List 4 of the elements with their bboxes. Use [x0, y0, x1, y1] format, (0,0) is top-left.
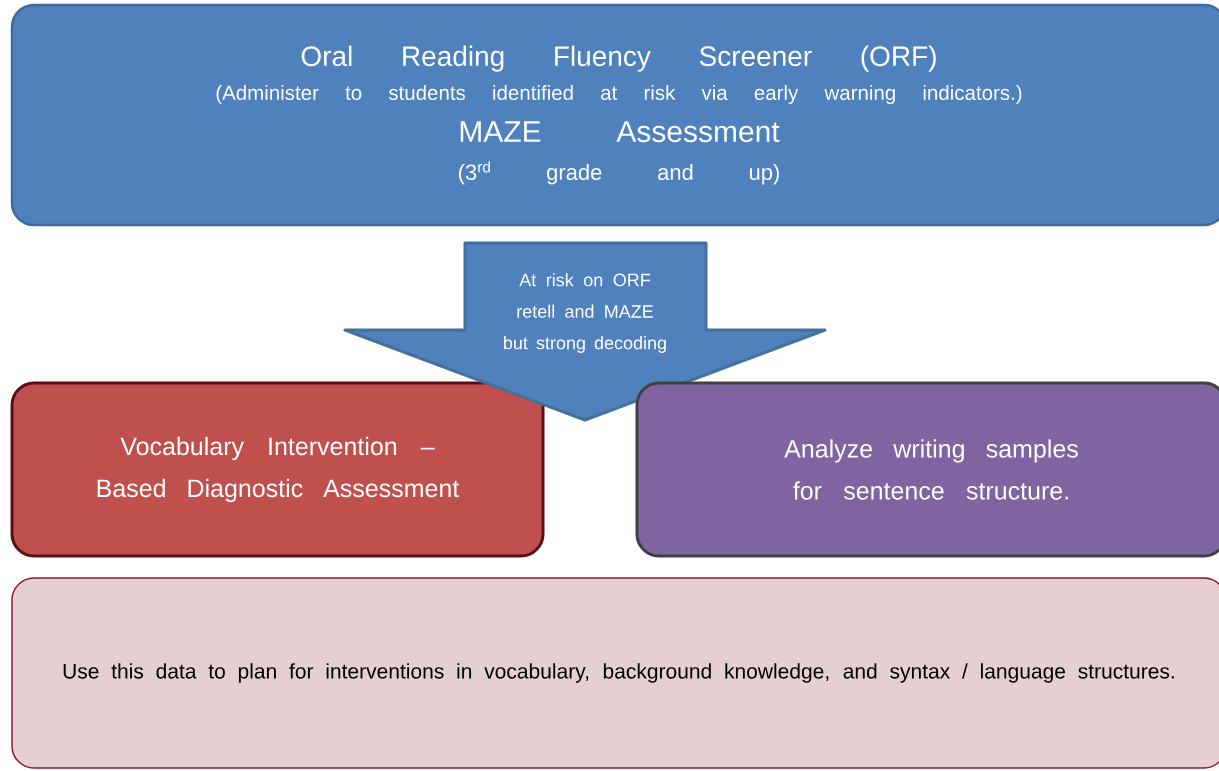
title-box: Oral Reading Fluency Screener (ORF) (Administer to students identified at risk via early warning indicators.) MAZE Assessment (3$^{rd}$ grade and up)	[10, 3, 1219, 227]
process-box: Vocabulary Intervention –Based Diagnostic Assessment	[10, 381, 545, 558]
summary-box: Use this data to plan for interventions in vocabulary, background knowledge, and syntax / language structures.	[11, 577, 1219, 769]
process-box: Analyze writing samples for sentence structure.	[635, 381, 1219, 558]
